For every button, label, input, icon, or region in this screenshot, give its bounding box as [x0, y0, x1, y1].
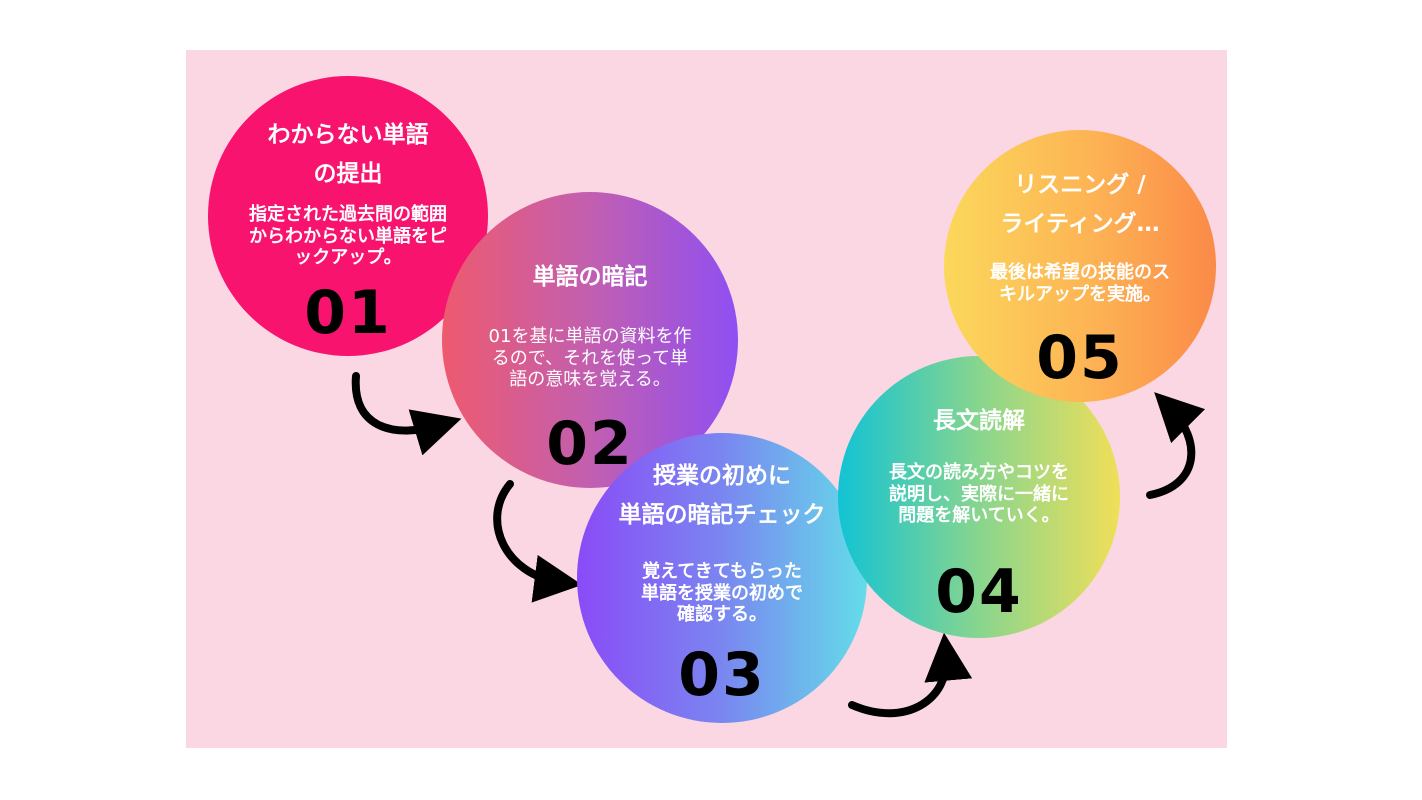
step-4-number: 04 — [935, 557, 1023, 627]
step-1-circle: わからない単語 の提出 指定された過去問の範囲 からわからない単語をピ ックアッ… — [208, 76, 488, 356]
step-5-circle: リスニング / ライティング… 最後は希望の技能のス キルアップを実施。 05 — [944, 130, 1216, 402]
step-1-number: 01 — [304, 278, 392, 348]
curved-arrow-icon — [1146, 392, 1206, 499]
step-3-number: 03 — [678, 640, 766, 710]
step-1-description: 指定された過去問の範囲 からわからない単語をピ ックアップ。 — [249, 204, 447, 269]
step-2-number: 02 — [546, 409, 634, 479]
step-2-title: 単語の暗記 — [532, 264, 648, 290]
step-5-number: 05 — [1036, 323, 1124, 393]
step-5-description: 最後は希望の技能のス キルアップを実施。 — [990, 262, 1170, 305]
curved-arrow-icon — [848, 632, 973, 718]
step-5-title: リスニング / ライティング… — [1000, 172, 1160, 238]
step-4-title: 長文読解 — [933, 408, 1025, 434]
step-3-description: 覚えてきてもらった 単語を授業の初めで 確認する。 — [641, 561, 803, 626]
curved-arrow-icon — [493, 480, 583, 603]
step-3-circle: 授業の初めに 単語の暗記チェック 覚えてきてもらった 単語を授業の初めで 確認す… — [577, 433, 867, 723]
curved-arrow-icon — [351, 372, 462, 456]
step-2-description: 01を基に単語の資料を作 るので、それを使って単 語の意味を覚える。 — [488, 326, 692, 391]
step-1-title: わからない単語 の提出 — [267, 122, 429, 188]
step-4-circle: 長文読解 長文の読み方やコツを 説明し、実際に一緒に 問題を解いていく。 04 — [838, 356, 1120, 638]
step-3-title: 授業の初めに 単語の暗記チェック — [618, 463, 826, 529]
step-4-description: 長文の読み方やコツを 説明し、実際に一緒に 問題を解いていく。 — [889, 462, 1069, 527]
